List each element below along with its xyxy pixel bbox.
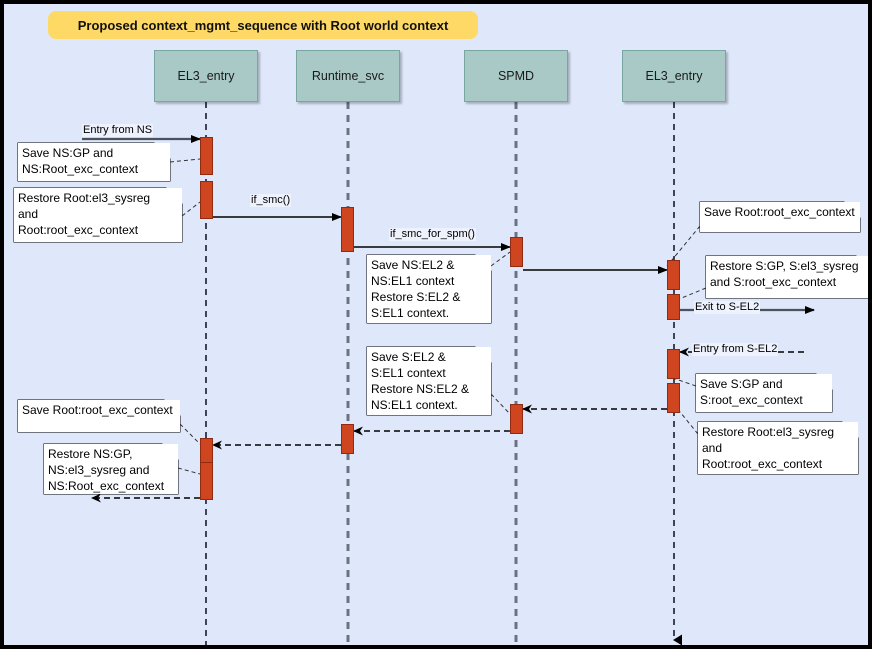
participant-box-el3_right[interactable]: EL3_entry — [622, 50, 726, 102]
activation-bar-el3_right[interactable] — [667, 260, 680, 290]
participant-label: EL3_entry — [645, 69, 703, 83]
note-n8[interactable]: Restore Root:el3_sysreg and Root:root_ex… — [698, 422, 858, 474]
participant-box-runtime[interactable]: Runtime_svc — [296, 50, 400, 102]
note-text: Save Root:root_exc_context — [22, 403, 173, 417]
message-label-m2: if_smc() — [250, 194, 292, 207]
note-connector-n8 — [666, 395, 699, 435]
activation-bar-el3_right[interactable] — [667, 383, 680, 413]
participant-box-el3_left[interactable]: EL3_entry — [154, 50, 258, 102]
activation-bar-el3_left[interactable] — [200, 462, 213, 500]
note-n2[interactable]: Restore Root:el3_sysreg and Root:root_ex… — [14, 188, 182, 242]
participant-label: SPMD — [497, 69, 535, 83]
participant-label: EL3_entry — [177, 69, 235, 83]
note-n1[interactable]: Save NS:GP and NS:Root_exc_context — [18, 143, 170, 181]
activation-bar-el3_right[interactable] — [667, 294, 680, 320]
note-text: Restore NS:GP, NS:el3_sysreg and NS:Root… — [48, 447, 165, 493]
note-text: Restore Root:el3_sysreg and Root:root_ex… — [702, 425, 835, 471]
note-connector-n4 — [666, 225, 701, 267]
participant-label: Runtime_svc — [311, 69, 385, 83]
diagram-title-text: Proposed context_mgmt_sequence with Root… — [77, 17, 449, 33]
activation-bar-el3_left[interactable] — [200, 137, 213, 175]
activation-bar-el3_left[interactable] — [200, 438, 213, 464]
note-text: Save S:EL2 & S:EL1 context Restore NS:EL… — [371, 350, 470, 412]
message-label-m6: Entry from S-EL2 — [692, 343, 779, 356]
note-n6[interactable]: Save S:EL2 & S:EL1 context Restore NS:EL… — [367, 347, 491, 415]
note-n3[interactable]: Save NS:EL2 & NS:EL1 context Restore S:E… — [367, 255, 491, 323]
note-text: Restore S:GP, S:el3_sysreg and S:root_ex… — [710, 259, 859, 289]
activation-bar-runtime[interactable] — [341, 424, 354, 454]
activation-bar-el3_left[interactable] — [200, 181, 213, 219]
note-n7[interactable]: Save S:GP and S:root_exc_context — [696, 374, 832, 412]
note-connector-n1 — [169, 158, 201, 163]
note-n5[interactable]: Restore S:GP, S:el3_sysreg and S:root_ex… — [706, 256, 868, 298]
note-connector-n7 — [666, 375, 697, 387]
message-label-m3: if_smc_for_spm() — [389, 228, 476, 241]
note-text: Save NS:EL2 & NS:EL1 context Restore S:E… — [371, 258, 461, 320]
activation-bar-runtime[interactable] — [341, 207, 354, 252]
note-text: Save S:GP and S:root_exc_context — [700, 377, 803, 407]
note-n10[interactable]: Restore NS:GP, NS:el3_sysreg and NS:Root… — [44, 444, 178, 494]
note-connector-n6 — [490, 393, 511, 415]
activation-bar-el3_right[interactable] — [667, 349, 680, 379]
note-connector-n10 — [177, 467, 201, 475]
note-text: Restore Root:el3_sysreg and Root:root_ex… — [18, 191, 151, 237]
note-n4[interactable]: Save Root:root_exc_context — [700, 202, 860, 232]
note-connector-n9 — [179, 423, 201, 445]
note-n9[interactable]: Save Root:root_exc_context — [18, 400, 180, 432]
note-text: Save NS:GP and NS:Root_exc_context — [22, 146, 139, 176]
diagram-vector-layer — [13, 102, 868, 645]
note-connector-n3 — [490, 251, 511, 267]
note-connector-n2 — [181, 201, 201, 217]
message-label-m1: Entry from NS — [82, 124, 154, 137]
activation-bar-spmd[interactable] — [510, 404, 523, 434]
activation-bar-spmd[interactable] — [510, 237, 523, 267]
message-label-m5: Exit to S-EL2 — [694, 301, 761, 314]
diagram-title-badge: Proposed context_mgmt_sequence with Root… — [48, 11, 478, 39]
note-text: Save Root:root_exc_context — [704, 205, 855, 219]
participant-box-spmd[interactable]: SPMD — [464, 50, 568, 102]
